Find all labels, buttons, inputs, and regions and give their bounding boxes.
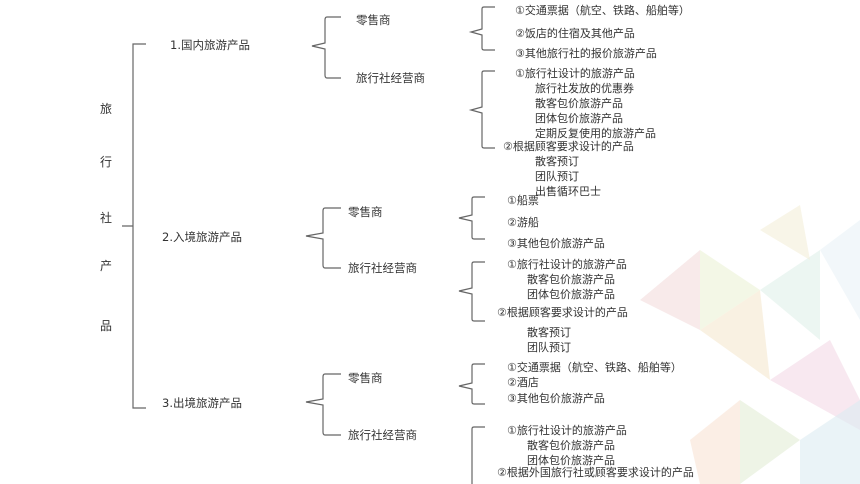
inbound-retailer-bracket [458, 196, 485, 240]
domestic-operator-item: ②根据顾客要求设计的产品 [503, 140, 634, 153]
domestic-retailer-item: ③其他旅行社的报价旅游产品 [515, 47, 657, 60]
inbound-operator-bracket [458, 261, 485, 322]
root-char: 旅 [100, 102, 113, 116]
outbound-operator-item: ②根据外国旅行社或顾客要求设计的产品 [497, 466, 694, 479]
outbound-operator-item: 团体包价旅游产品 [527, 454, 615, 467]
root-char: 行 [100, 155, 113, 169]
root-char: 品 [100, 319, 113, 333]
root-char: 社 [100, 211, 113, 225]
domestic-operator-item: 团体包价旅游产品 [535, 112, 623, 125]
domestic-operator-item: 散客包价旅游产品 [535, 97, 623, 110]
domestic-operator-item: ①旅行社设计的旅游产品 [515, 67, 635, 80]
inbound-operator-item: 散客包价旅游产品 [527, 273, 615, 286]
inbound-operator-item: ②根据顾客要求设计的产品 [497, 306, 628, 319]
domestic-retailer-bracket [468, 6, 495, 51]
outbound-retailer-item: ①交通票据（航空、铁路、船舶等） [507, 361, 682, 374]
inbound-retailer-item: ①船票 [507, 194, 539, 207]
outbound-operator-bracket [471, 426, 485, 484]
domestic-products-node: 1.国内旅游产品 [170, 38, 250, 52]
outbound-retailer-item: ③其他包价旅游产品 [507, 392, 605, 405]
inbound-retailer-item: ③其他包价旅游产品 [507, 237, 605, 250]
outbound-bracket [305, 373, 341, 436]
inbound-operator-item: ①旅行社设计的旅游产品 [507, 258, 627, 271]
inbound-bracket [305, 207, 341, 269]
domestic-operator-node: 旅行社经营商 [356, 71, 425, 85]
outbound-retailer-bracket [458, 363, 485, 405]
inbound-operator-item: 团队预订 [527, 341, 571, 354]
inbound-operator-item: 散客预订 [527, 326, 571, 339]
domestic-operator-item: 旅行社发放的优惠券 [535, 82, 634, 95]
domestic-operator-item: 定期反复使用的旅游产品 [535, 127, 656, 140]
outbound-operator-node: 旅行社经营商 [348, 428, 417, 442]
domestic-retailer-item: ②饭店的住宿及其他产品 [515, 27, 635, 40]
inbound-products-node: 2.入境旅游产品 [162, 230, 242, 244]
root-bracket [122, 43, 146, 409]
inbound-operator-node: 旅行社经营商 [348, 261, 417, 275]
domestic-retailer-node: 零售商 [356, 13, 391, 27]
inbound-operator-item: 团体包价旅游产品 [527, 288, 615, 301]
domestic-retailer-item: ①交通票据（航空、铁路、船舶等） [515, 4, 690, 17]
domestic-bracket [311, 16, 341, 79]
domestic-operator-item: 散客预订 [535, 155, 579, 168]
inbound-retailer-node: 零售商 [348, 205, 383, 219]
outbound-products-node: 3.出境旅游产品 [162, 396, 242, 410]
outbound-retailer-item: ②酒店 [507, 376, 539, 389]
domestic-operator-item: 出售循环巴士 [535, 185, 601, 198]
outbound-operator-item: ①旅行社设计的旅游产品 [507, 424, 627, 437]
root-char: 产 [100, 259, 113, 273]
outbound-retailer-node: 零售商 [348, 371, 383, 385]
inbound-retailer-item: ②游船 [507, 216, 539, 229]
outbound-operator-item: 散客包价旅游产品 [527, 439, 615, 452]
domestic-operator-bracket [468, 70, 495, 149]
domestic-operator-item: 团队预订 [535, 170, 579, 183]
